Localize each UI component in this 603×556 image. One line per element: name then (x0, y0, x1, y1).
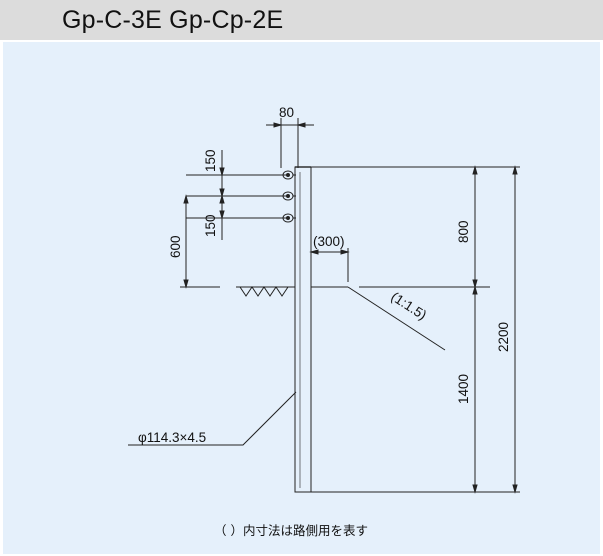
header-bar: Gp-C-3E Gp-Cp-2E (0, 0, 603, 40)
label-pipe-spec: φ114.3×4.5 (138, 430, 206, 445)
dimension-150-group (186, 150, 288, 240)
label-1400: 1400 (456, 374, 471, 404)
label-150-top: 150 (203, 149, 218, 172)
label-600: 600 (168, 235, 183, 258)
label-2200: 2200 (496, 322, 511, 352)
page-title: Gp-C-3E Gp-Cp-2E (62, 6, 284, 34)
label-300: (300) (313, 234, 345, 249)
dimension-80 (266, 118, 314, 168)
ground-line (180, 286, 490, 297)
label-800: 800 (456, 220, 471, 243)
label-80: 80 (279, 105, 294, 120)
dimension-300 (309, 248, 350, 282)
footnote: （ ）内寸法は路側用を表す (214, 523, 368, 538)
dimension-800-1400 (472, 165, 478, 494)
post-pipe (294, 166, 312, 493)
pipe-spec-leader (128, 391, 297, 446)
dimension-2200 (512, 165, 518, 494)
slope-line (347, 286, 446, 351)
label-150-bottom: 150 (203, 214, 218, 237)
dimension-600 (183, 194, 189, 289)
